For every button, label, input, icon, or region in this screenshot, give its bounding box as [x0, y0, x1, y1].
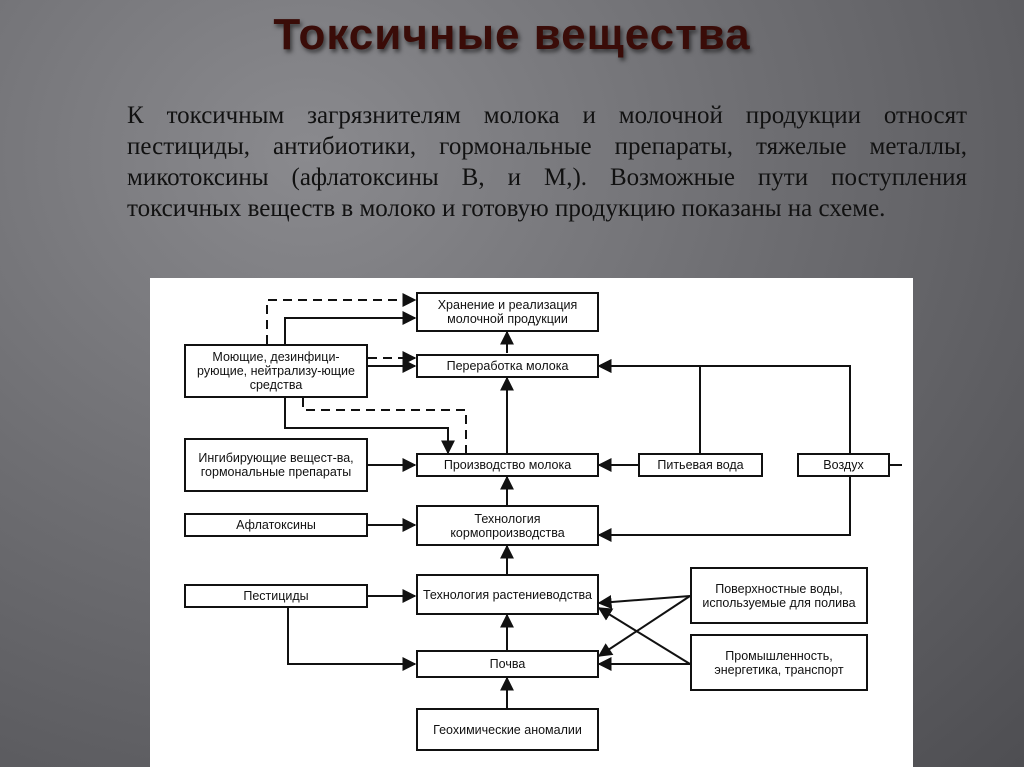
arrow-pesticides-soil — [287, 608, 417, 671]
node-soil: Почва — [416, 650, 599, 678]
node-feed-technology: Технология кормопроизводства — [416, 505, 599, 546]
arrow-surface-crop — [597, 595, 691, 610]
dashed-line-milkprod — [302, 398, 467, 453]
node-geochemical-anomalies: Геохимические аномалии — [416, 708, 599, 751]
node-aflatoxins: Афлатоксины — [184, 513, 368, 537]
contamination-diagram: Хранение и реализация молочной продукции… — [150, 278, 913, 767]
node-industry: Промышленность, энергетика, транспорт — [690, 634, 868, 691]
diagram-connectors — [266, 293, 902, 708]
arrow-industry-crop — [597, 607, 691, 665]
dashed-arrow-storage — [266, 293, 417, 344]
arrow-water-processing — [597, 359, 701, 453]
node-inhibitors: Ингибирующие вещест-ва, гормональные пре… — [184, 438, 368, 492]
arrow-detergents-storage — [284, 311, 417, 344]
node-storage: Хранение и реализация молочной продукции — [416, 292, 599, 332]
node-surface-water: Поверхностные воды, используемые для пол… — [690, 567, 868, 624]
node-crop-technology: Технология растениеводства — [416, 574, 599, 615]
arrow-air-processing — [597, 359, 851, 453]
node-air: Воздух — [797, 453, 890, 477]
node-milk-production: Производство молока — [416, 453, 599, 477]
node-drinking-water: Питьевая вода — [638, 453, 763, 477]
arrow-detergents-milkprod — [284, 398, 455, 455]
arrow-surface-soil — [597, 595, 691, 657]
node-pesticides: Пестициды — [184, 584, 368, 608]
slide-title: Токсичные вещества — [273, 10, 751, 59]
node-detergents: Моющие, дезинфици-рующие, нейтрализу-ющи… — [184, 344, 368, 398]
intro-paragraph: К токсичным загрязнителям молока и молоч… — [127, 102, 967, 222]
node-processing: Переработка молока — [416, 354, 599, 378]
arrow-air-feed — [597, 477, 851, 542]
